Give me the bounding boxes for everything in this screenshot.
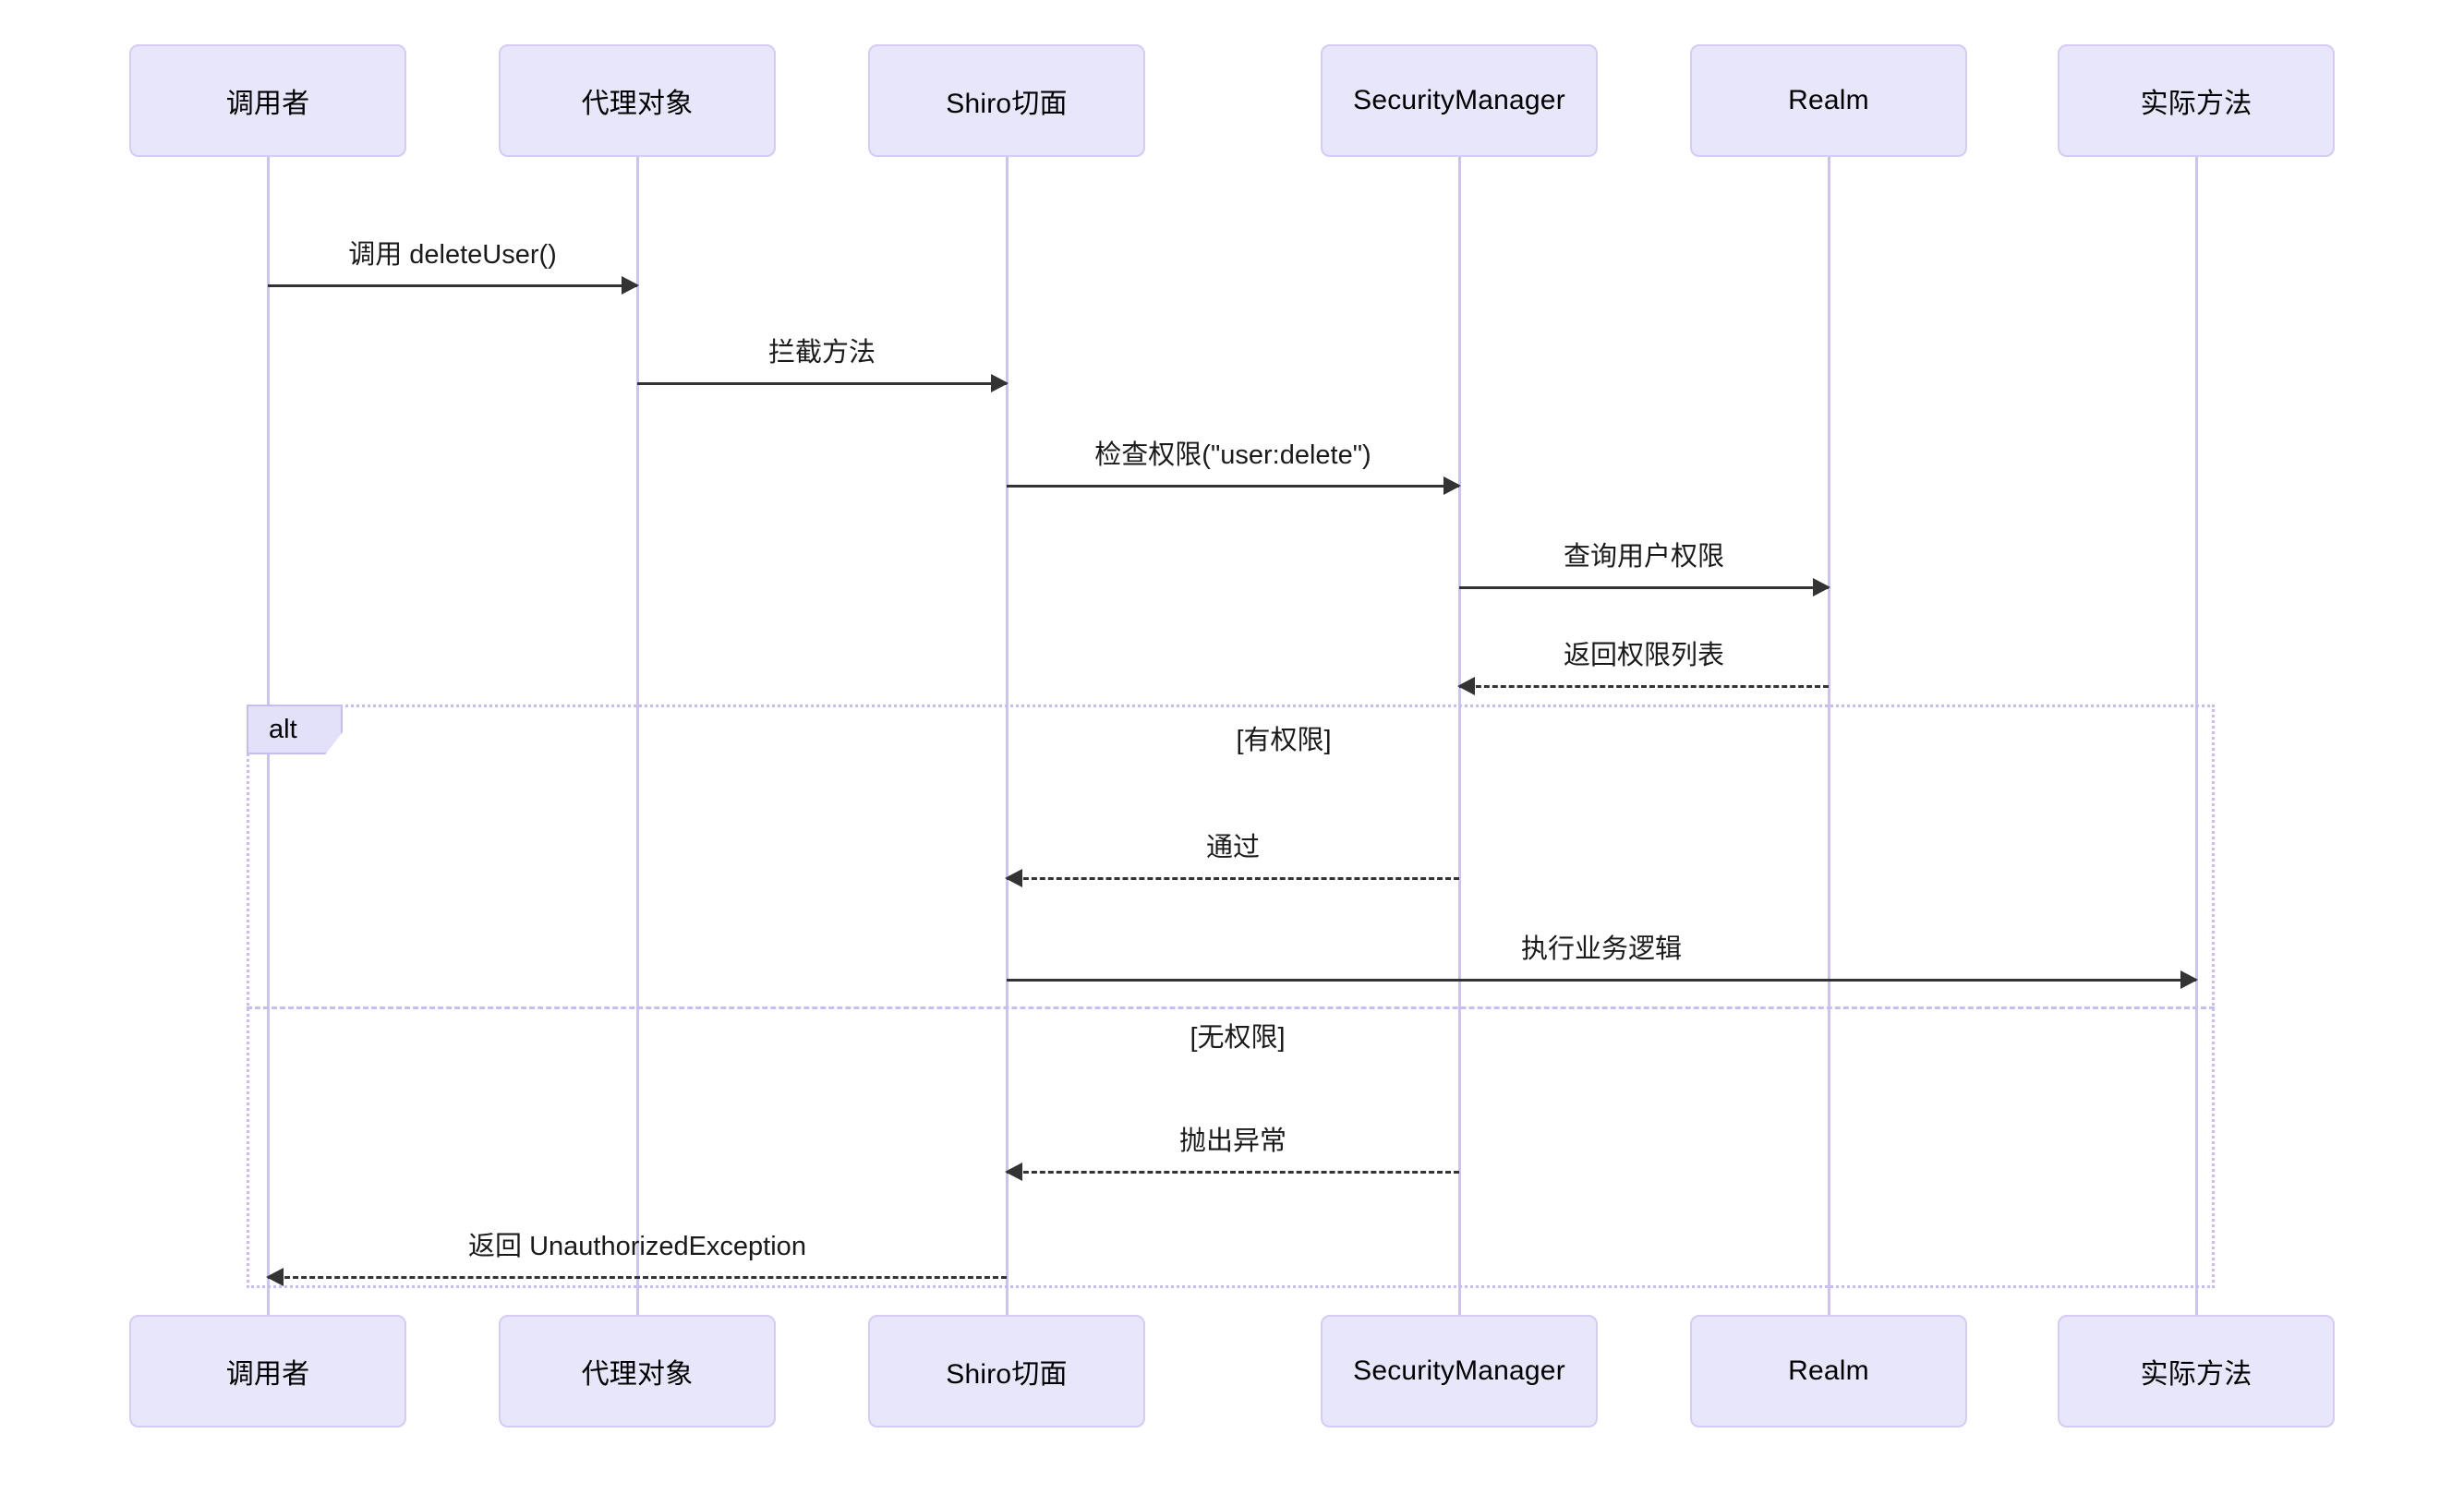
message-line — [1459, 586, 1829, 589]
alt-fragment-frame — [247, 705, 2215, 1288]
message-label: 返回 UnauthorizedException — [468, 1232, 806, 1261]
participant-footer-secmgr[interactable]: SecurityManager — [1321, 1315, 1598, 1428]
participant-label: 调用者 — [225, 1359, 310, 1390]
lifeline-proxy — [636, 157, 639, 1315]
participant-footer-proxy[interactable]: 代理对象 — [499, 1315, 776, 1428]
arrowhead-icon — [1457, 677, 1475, 695]
message-label: 拦截方法 — [767, 338, 876, 367]
arrowhead-icon — [1443, 476, 1461, 495]
lifeline-secmgr — [1458, 157, 1461, 1315]
message-label: 通过 — [1205, 833, 1260, 862]
participant-label: SecurityManager — [1353, 85, 1565, 115]
arrowhead-icon — [1005, 869, 1022, 887]
lifeline-aspect — [1006, 157, 1009, 1315]
lifeline-realm — [1828, 157, 1830, 1315]
participant-label: 代理对象 — [581, 1359, 694, 1390]
participant-label: 代理对象 — [581, 89, 694, 119]
message-line — [268, 1276, 1007, 1279]
arrowhead-icon — [1005, 1163, 1022, 1181]
participant-header-method[interactable]: 实际方法 — [2058, 44, 2335, 157]
alt-fragment-tag-label: alt — [269, 714, 297, 744]
lifeline-method — [2195, 157, 2198, 1315]
participant-label: 调用者 — [225, 89, 310, 119]
message-label: 查询用户权限 — [1563, 542, 1724, 572]
participant-label: Realm — [1788, 85, 1869, 115]
participant-header-caller[interactable]: 调用者 — [129, 44, 406, 157]
participant-label: 实际方法 — [2140, 1359, 2253, 1390]
message-line — [268, 284, 637, 287]
participant-label: SecurityManager — [1353, 1355, 1565, 1386]
message-label: 返回权限列表 — [1563, 641, 1724, 670]
arrowhead-icon — [1813, 578, 1830, 596]
participant-header-proxy[interactable]: 代理对象 — [499, 44, 776, 157]
participant-footer-aspect[interactable]: Shiro切面 — [868, 1315, 1145, 1428]
arrowhead-icon — [991, 374, 1009, 392]
message-label: 调用 deleteUser() — [348, 240, 557, 270]
participant-header-secmgr[interactable]: SecurityManager — [1321, 44, 1598, 157]
arrowhead-icon — [622, 276, 639, 295]
participant-label: Shiro切面 — [946, 1359, 1068, 1390]
arrowhead-icon — [2180, 970, 2198, 989]
alt-condition-label-1: [有权限] — [1236, 726, 1332, 755]
message-label: 执行业务逻辑 — [1520, 934, 1682, 964]
message-label: 抛出异常 — [1178, 1127, 1286, 1156]
arrowhead-icon — [266, 1268, 284, 1286]
alt-condition-label-2: [无权限] — [1190, 1023, 1286, 1053]
message-line — [1007, 979, 2196, 982]
participant-header-aspect[interactable]: Shiro切面 — [868, 44, 1145, 157]
participant-header-realm[interactable]: Realm — [1690, 44, 1967, 157]
message-line — [1007, 877, 1459, 880]
participant-label: Realm — [1788, 1355, 1869, 1386]
message-line — [1007, 1171, 1459, 1174]
participant-footer-caller[interactable]: 调用者 — [129, 1315, 406, 1428]
participant-label: Shiro切面 — [946, 89, 1068, 119]
participant-footer-realm[interactable]: Realm — [1690, 1315, 1967, 1428]
alt-fragment-tag: alt — [247, 705, 343, 754]
alt-fragment-divider — [247, 1006, 2215, 1009]
participant-label: 实际方法 — [2140, 89, 2253, 119]
participant-footer-method[interactable]: 实际方法 — [2058, 1315, 2335, 1428]
message-label: 检查权限("user:delete") — [1094, 440, 1371, 470]
message-line — [1459, 685, 1829, 688]
message-line — [1007, 485, 1459, 488]
message-line — [637, 382, 1007, 385]
